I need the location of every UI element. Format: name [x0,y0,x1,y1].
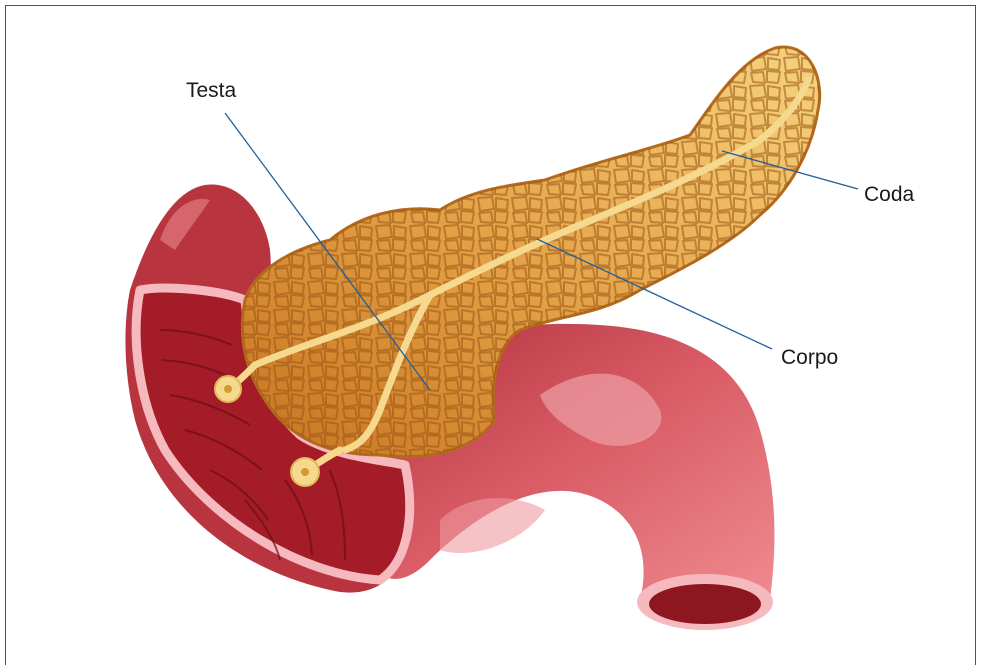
label-tail: Coda [864,184,914,205]
papilla-minor [215,376,241,402]
label-body: Corpo [781,347,838,368]
label-head: Testa [186,80,236,101]
